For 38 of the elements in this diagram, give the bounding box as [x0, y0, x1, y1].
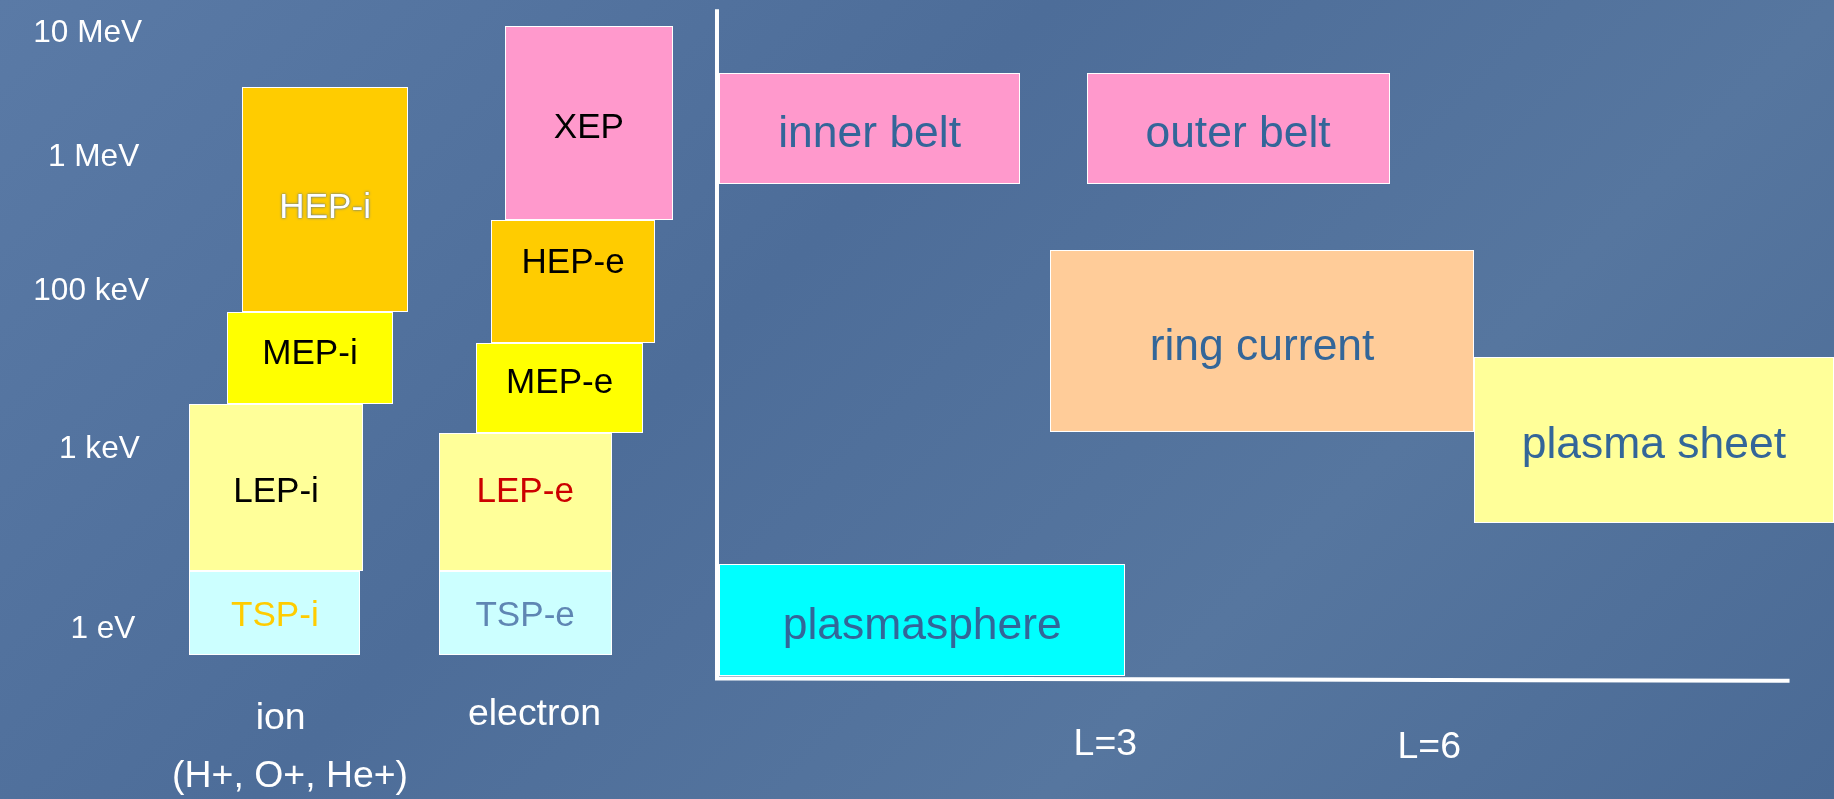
axis-label: ion [255, 698, 306, 736]
box-label: ring current [1148, 322, 1376, 368]
energy-range-box [438, 570, 612, 655]
energy-range-box [1050, 250, 1474, 432]
box-label: XEP [552, 108, 625, 144]
energy-range-box [719, 563, 1126, 677]
energy-range-box [491, 219, 655, 343]
box-label: LEP-i [232, 472, 320, 508]
energy-range-box [719, 72, 1020, 184]
axis-tick-label: 10 MeV [33, 15, 143, 48]
box-label: plasma sheet [1520, 420, 1788, 466]
axis-label: electron [468, 694, 602, 733]
axis-tick-label: 1 MeV [47, 139, 140, 172]
energy-range-box [505, 25, 673, 220]
axis-tick-label: 1 keV [59, 432, 140, 464]
box-label: outer belt [1144, 109, 1332, 155]
energy-range-box [1086, 72, 1390, 184]
energy-range-box [189, 403, 363, 571]
box-label: MEP-i [261, 334, 359, 370]
energy-range-box [438, 432, 612, 571]
box-label: inner belt [777, 109, 963, 155]
box-label: plasmasphere [781, 602, 1063, 647]
box-label: HEP-e [520, 243, 626, 279]
axis-tick-label: 100 keV [33, 274, 150, 306]
energy-range-box [226, 312, 393, 404]
box-label: MEP-e [505, 363, 615, 399]
axis-label: L=6 [1397, 727, 1461, 765]
box-label: LEP-e [475, 472, 575, 508]
energy-range-box [189, 570, 361, 655]
box-label: TSP-e [474, 596, 576, 632]
energy-range-box [476, 342, 644, 433]
box-label: HEP-i [278, 188, 372, 224]
energy-range-box [1473, 356, 1834, 523]
energy-range-box [242, 86, 409, 313]
axis-label: (H+, O+, He+) [172, 756, 409, 795]
box-label: TSP-i [230, 596, 320, 632]
axis-tick-label: 1 eV [70, 612, 136, 644]
axis-label: L=3 [1073, 724, 1138, 762]
